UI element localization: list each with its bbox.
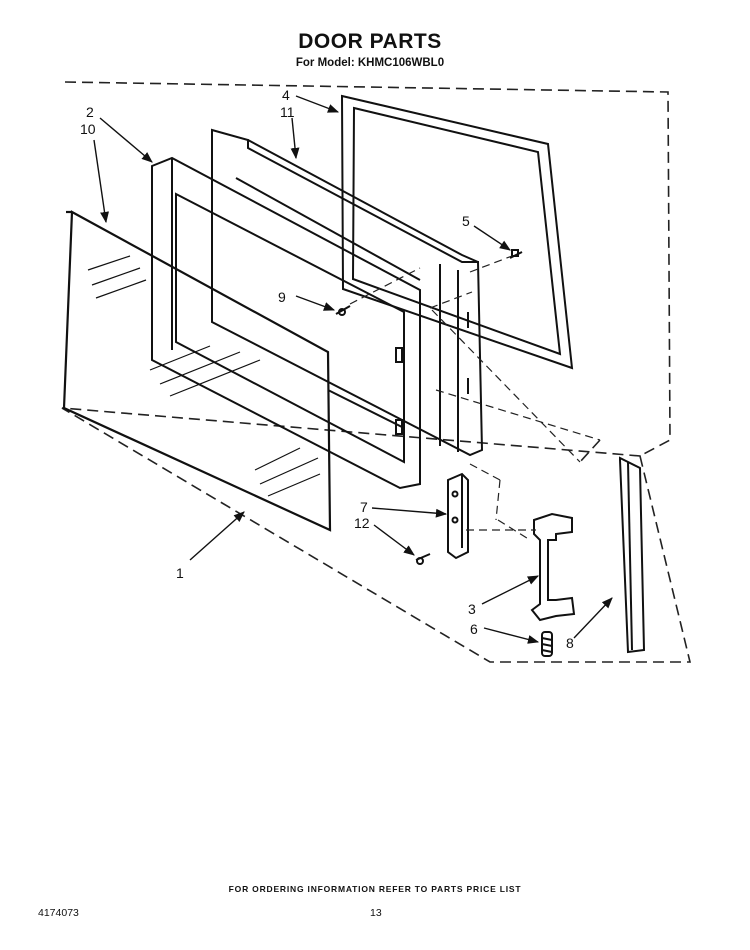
- callout-4: 4: [282, 87, 290, 103]
- callout-6: 6: [470, 621, 478, 637]
- callout-7: 7: [360, 499, 368, 515]
- callout-2: 2: [86, 104, 94, 120]
- assembly-boundary-dashed: [61, 81, 692, 663]
- callout-11: 11: [280, 104, 295, 120]
- page-number: 13: [370, 907, 382, 919]
- choke-panel-part: [211, 128, 484, 457]
- model-subtitle: For Model: KHMC106WBL0: [295, 57, 445, 69]
- callout-5: 5: [462, 213, 470, 229]
- screw-part-9: [335, 305, 351, 316]
- callout-12: 12: [354, 515, 370, 531]
- callout-8: 8: [566, 635, 574, 651]
- door-gasket-part: [340, 94, 574, 370]
- page-title: DOOR PARTS: [298, 30, 442, 53]
- screw-part-12: [415, 553, 431, 565]
- alignment-dashed-lines: [349, 255, 601, 541]
- callout-10: 10: [80, 121, 96, 137]
- door-frame-part: [151, 156, 421, 490]
- document-number: 4174073: [38, 907, 79, 919]
- spring-part: [541, 631, 553, 657]
- callout-9: 9: [278, 289, 286, 305]
- door-trim-strip-part: [619, 456, 646, 654]
- latch-lever-part: [530, 512, 576, 622]
- callout-leaders: [93, 95, 613, 644]
- callout-1: 1: [176, 565, 184, 581]
- hinge-bracket-part: [447, 472, 469, 560]
- screw-part-5: [509, 249, 523, 259]
- door-glass-panel: [62, 210, 332, 532]
- ordering-note: FOR ORDERING INFORMATION REFER TO PARTS …: [228, 884, 522, 894]
- callout-3: 3: [468, 601, 476, 617]
